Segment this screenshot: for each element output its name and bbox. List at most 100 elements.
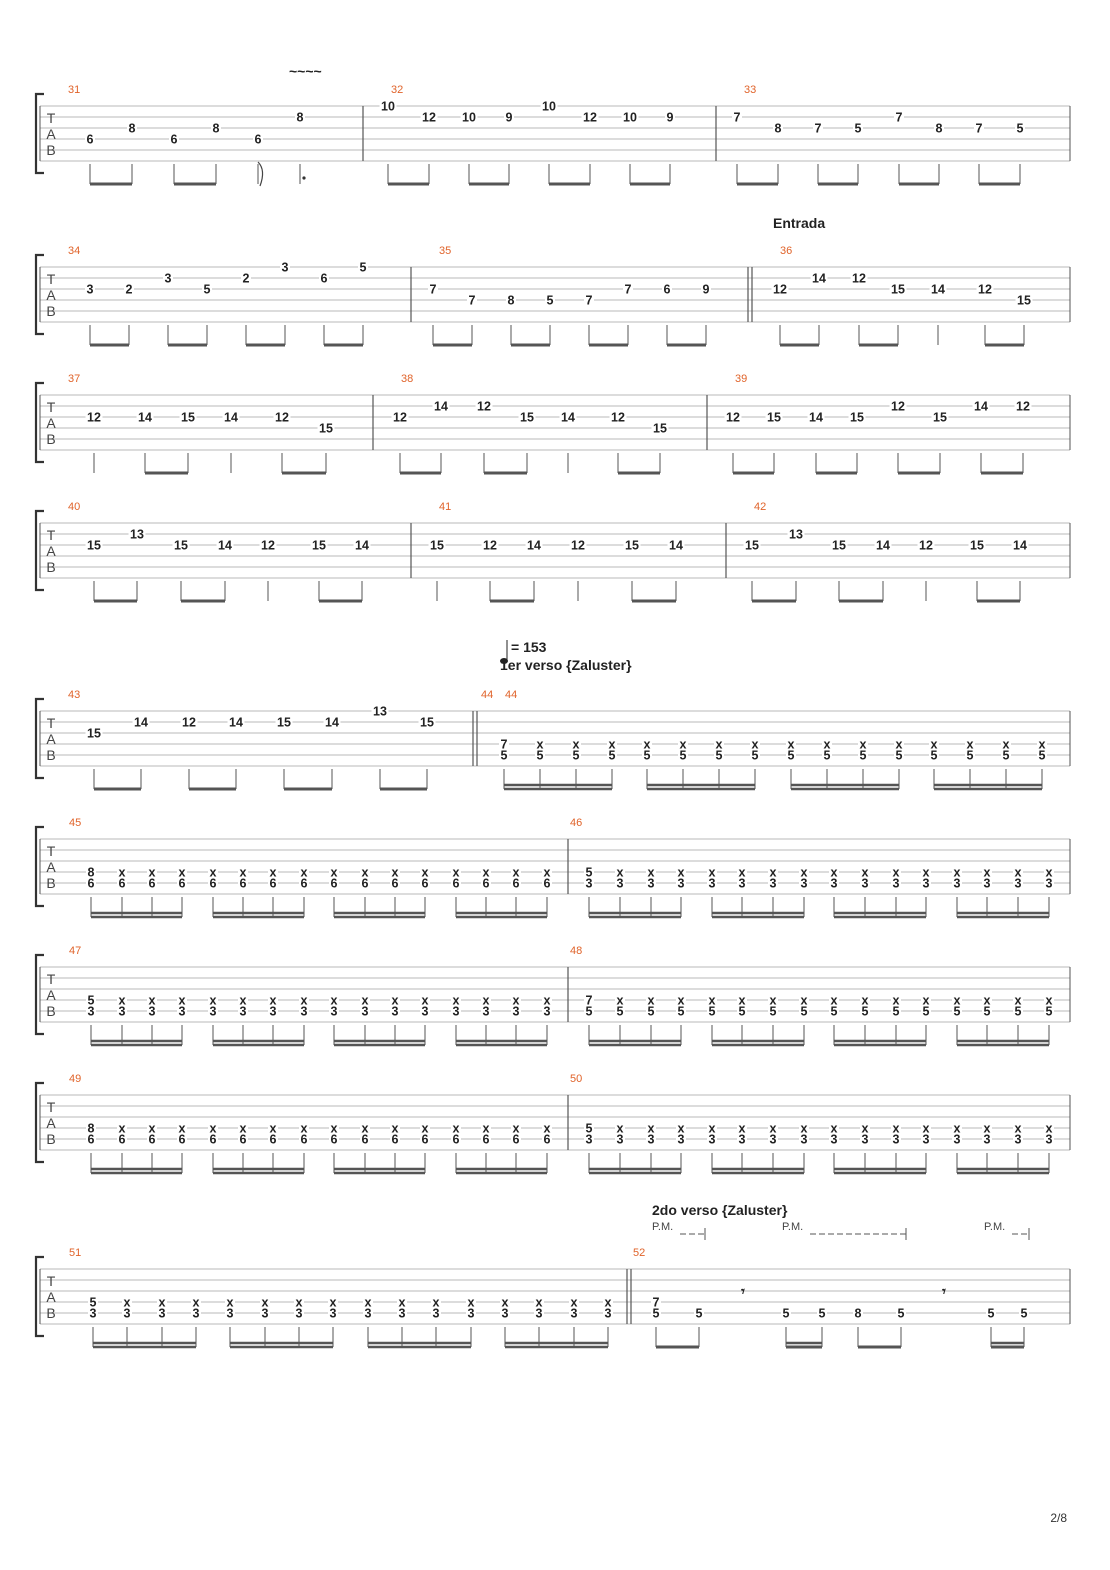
fret-bg bbox=[829, 1133, 839, 1145]
chord-lower: 6 bbox=[119, 877, 126, 891]
fret-bg bbox=[921, 866, 931, 878]
chord-lower: 3 bbox=[240, 1005, 247, 1019]
measure-number: 43 bbox=[68, 689, 80, 701]
fret-bg bbox=[260, 1296, 270, 1308]
chord-upper: x bbox=[270, 994, 277, 1008]
fret-bg bbox=[238, 1005, 248, 1017]
fret-bg bbox=[542, 1005, 552, 1017]
chord-upper: x bbox=[159, 1296, 166, 1310]
fret-bg bbox=[280, 261, 290, 273]
fret-number: 7 bbox=[625, 283, 632, 297]
chord-upper: x bbox=[680, 738, 687, 752]
chord-upper: x bbox=[984, 1122, 991, 1136]
measure-number: 36 bbox=[780, 245, 792, 257]
fret-number: 12 bbox=[852, 272, 866, 286]
fret-bg bbox=[982, 877, 992, 889]
fret-bg bbox=[268, 866, 278, 878]
chord-lower: 3 bbox=[984, 877, 991, 891]
fret-bg bbox=[391, 411, 409, 423]
chord-lower: 3 bbox=[709, 877, 716, 891]
chord-upper: 7 bbox=[586, 994, 593, 1008]
fret-bg bbox=[732, 111, 742, 123]
chord-lower: 6 bbox=[179, 1133, 186, 1147]
fret-bg bbox=[921, 994, 931, 1006]
tab-clef-b: B bbox=[46, 431, 55, 447]
fret-bg bbox=[329, 866, 339, 878]
fret-bg bbox=[85, 411, 103, 423]
chord-lower: 5 bbox=[680, 749, 687, 763]
measure-number: 47 bbox=[69, 945, 81, 957]
fret-bg bbox=[584, 1133, 594, 1145]
fret-bg bbox=[581, 111, 599, 123]
fret-bg bbox=[273, 411, 291, 423]
chord-upper: x bbox=[678, 994, 685, 1008]
fret-bg bbox=[295, 111, 305, 123]
fret-bg bbox=[147, 877, 157, 889]
fret-number: 15 bbox=[174, 539, 188, 553]
chord-upper: x bbox=[433, 1296, 440, 1310]
fret-bg bbox=[860, 1133, 870, 1145]
fret-bg bbox=[451, 1122, 461, 1134]
fret-bg bbox=[976, 283, 994, 295]
fret-bg bbox=[451, 994, 461, 1006]
chord-lower: 3 bbox=[262, 1307, 269, 1321]
fret-number: 10 bbox=[542, 100, 556, 114]
chord-lower: 5 bbox=[801, 1005, 808, 1019]
fret-bg bbox=[117, 1122, 127, 1134]
fret-bg bbox=[642, 738, 652, 750]
fret-bg bbox=[317, 422, 335, 434]
fret-bg bbox=[982, 1122, 992, 1134]
fret-bg bbox=[511, 1122, 521, 1134]
fret-number: 5 bbox=[783, 1307, 790, 1321]
chord-upper: x bbox=[967, 738, 974, 752]
fret-bg bbox=[511, 877, 521, 889]
chord-upper: x bbox=[210, 994, 217, 1008]
fret-number: 10 bbox=[381, 100, 395, 114]
fret-bg bbox=[853, 122, 863, 134]
chord-upper: x bbox=[179, 1122, 186, 1136]
chord-upper: x bbox=[752, 738, 759, 752]
chord-lower: 3 bbox=[617, 877, 624, 891]
fret-bg bbox=[122, 1296, 132, 1308]
fret-bg bbox=[771, 283, 789, 295]
fret-bg bbox=[921, 1133, 931, 1145]
fret-number: 9 bbox=[506, 111, 513, 125]
fret-bg bbox=[511, 1133, 521, 1145]
chord-lower: 5 bbox=[896, 749, 903, 763]
chord-upper: x bbox=[923, 866, 930, 880]
chord-upper: x bbox=[149, 994, 156, 1008]
chord-upper: x bbox=[984, 994, 991, 1008]
fret-number: 15 bbox=[767, 411, 781, 425]
chord-upper: x bbox=[648, 1122, 655, 1136]
fret-number: 13 bbox=[130, 528, 144, 542]
fret-bg bbox=[750, 738, 760, 750]
fret-number: 14 bbox=[1013, 539, 1027, 553]
system-bracket bbox=[34, 509, 44, 592]
fret-bg bbox=[1013, 1005, 1023, 1017]
fret-number: 6 bbox=[171, 133, 178, 147]
fret-bg bbox=[299, 1122, 309, 1134]
fret-bg bbox=[858, 749, 868, 761]
fret-bg bbox=[768, 1122, 778, 1134]
tab-clef-a: A bbox=[46, 1115, 56, 1131]
chord-upper: x bbox=[119, 866, 126, 880]
fret-bg bbox=[651, 422, 669, 434]
chord-upper: 8 bbox=[88, 1122, 95, 1136]
fret-bg bbox=[86, 866, 96, 878]
chord-lower: 6 bbox=[270, 1133, 277, 1147]
chord-upper: x bbox=[801, 994, 808, 1008]
fret-bg bbox=[1015, 294, 1033, 306]
fret-bg bbox=[701, 283, 711, 295]
chord-lower: 3 bbox=[422, 1005, 429, 1019]
fret-bg bbox=[982, 1133, 992, 1145]
chord-lower: 5 bbox=[893, 1005, 900, 1019]
chord-lower: 3 bbox=[831, 877, 838, 891]
fret-bg bbox=[714, 738, 724, 750]
chord-upper: x bbox=[392, 866, 399, 880]
chord-lower: 5 bbox=[573, 749, 580, 763]
chord-upper: x bbox=[502, 1296, 509, 1310]
tab-clef-b: B bbox=[46, 875, 55, 891]
chord-upper: x bbox=[801, 1122, 808, 1136]
fret-bg bbox=[390, 1122, 400, 1134]
fret-number: 8 bbox=[775, 122, 782, 136]
